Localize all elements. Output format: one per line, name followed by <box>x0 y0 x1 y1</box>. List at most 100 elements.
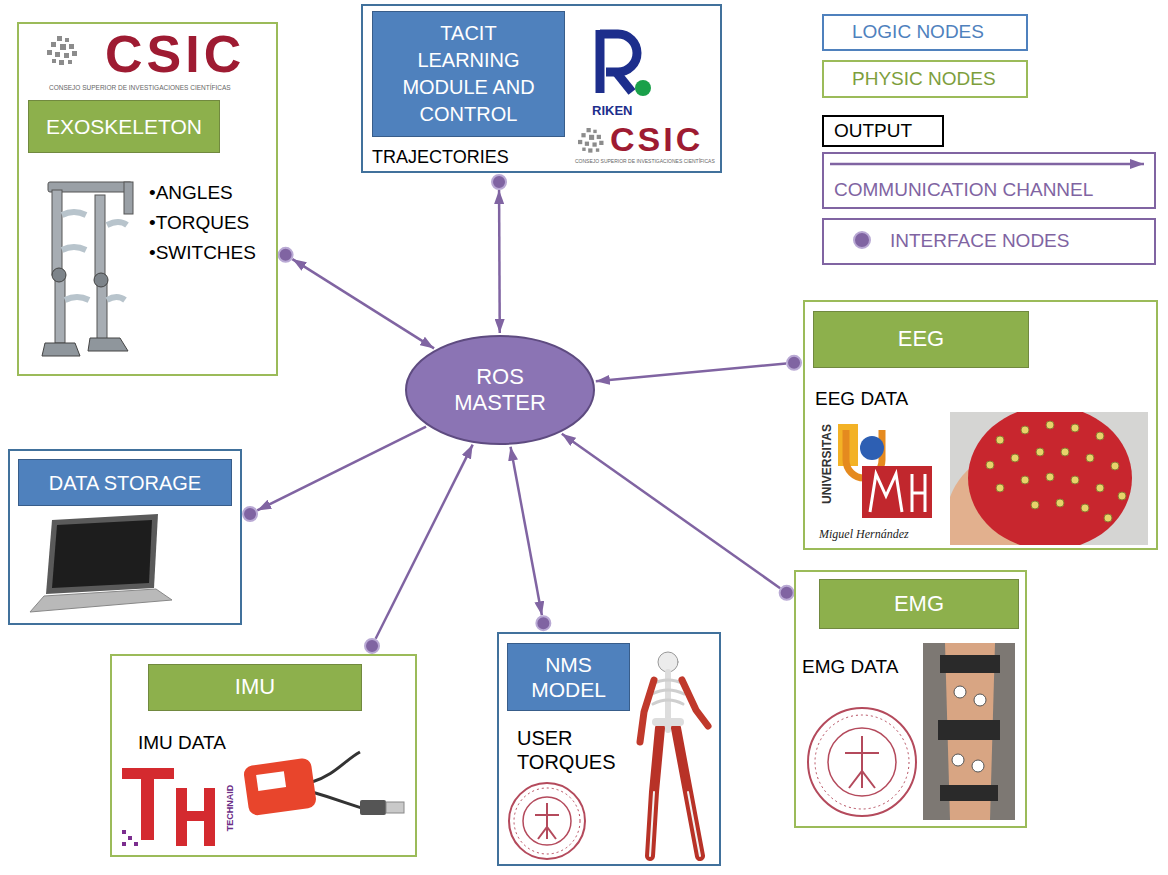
output-label: EMG DATA <box>802 656 898 679</box>
imu-sensor-picture-part <box>243 757 317 816</box>
university-seal-part <box>535 803 559 839</box>
logo-text: CSIC <box>105 28 245 80</box>
communication-channel <box>292 259 434 348</box>
logo-subtitle: CONSEJO SUPERIOR DE INVESTIGACIONES CIEN… <box>575 158 715 164</box>
header-label: EMG <box>894 591 944 617</box>
eeg-photo-part-part <box>1021 476 1029 484</box>
exoskeleton-drawing-part <box>62 212 127 300</box>
communication-channel <box>498 190 501 333</box>
header-label: TACIT LEARNING MODULE AND CONTROL <box>399 20 539 128</box>
legend-label: LOGIC NODES <box>852 21 984 44</box>
legend-swatch: PHYSIC NODES <box>822 60 1028 98</box>
output-label: TRAJECTORIES <box>372 147 509 169</box>
musculoskeletal-figure-part <box>652 680 684 704</box>
logic-node-panel: TACIT LEARNING MODULE AND CONTROL TRAJECT… <box>361 4 722 173</box>
logic-node-header: NMS MODEL <box>507 643 630 711</box>
laptop-picture-part <box>30 589 172 612</box>
exoskeleton-drawing-part <box>95 195 105 280</box>
university-seal <box>808 708 916 816</box>
riken-logo <box>600 30 651 96</box>
csic-emblem-part <box>68 60 72 64</box>
imu-sensor-picture-part <box>312 792 362 808</box>
communication-channel <box>511 447 542 616</box>
university-seal-part <box>845 736 879 788</box>
logic-node-panel: NMS MODELUSER TORQUES <box>497 632 721 866</box>
legend-swatch: OUTPUT <box>822 115 944 147</box>
university-seal-part <box>514 788 580 854</box>
csic-emblem-part <box>52 59 56 63</box>
eeg-photo-part-part <box>1061 448 1069 456</box>
physic-node-panel: EMG EMG DATA <box>794 570 1027 828</box>
eeg-photo-part-part <box>1111 462 1119 470</box>
exoskeleton-drawing-part <box>88 338 128 351</box>
exoskeleton-drawing <box>42 182 133 356</box>
csic-emblem-part <box>585 142 589 146</box>
interface-node-dot <box>492 175 506 189</box>
physic-node-header: EMG <box>819 579 1019 629</box>
text-anchor: RIKEN <box>592 103 632 119</box>
header-label: EXOSKELETON <box>46 114 202 139</box>
output-label: IMU DATA <box>138 732 226 755</box>
eeg-photo-part-part <box>1081 504 1089 512</box>
output-item: •SWITCHES <box>149 242 256 265</box>
csic-emblem-part <box>69 44 74 49</box>
legend-swatch: LOGIC NODES <box>822 14 1028 51</box>
csic-emblem-part <box>599 141 603 145</box>
exoskeleton-drawing-part <box>55 275 65 343</box>
legend-box: INTERFACE NODES <box>822 218 1156 265</box>
header-label: IMU <box>235 674 275 700</box>
university-seal-part <box>828 728 896 796</box>
eeg-photo-part-part <box>996 436 1004 444</box>
communication-channel <box>376 445 473 639</box>
csic-emblem-part <box>581 133 585 137</box>
musculoskeletal-figure-part <box>640 680 654 742</box>
logo-text: RIKEN <box>592 103 632 119</box>
ellipse-label: ROS MASTER <box>445 364 555 417</box>
university-seal-part <box>509 783 585 859</box>
csic-emblem-part <box>64 53 69 58</box>
exoskeleton-drawing-part <box>52 268 66 282</box>
exoskeleton-drawing-part <box>94 273 108 287</box>
text-anchor: CONSEJO SUPERIOR DE INVESTIGACIONES CIEN… <box>49 84 231 92</box>
text-anchor: EMG DATA <box>802 656 898 679</box>
csic-emblem-part <box>578 140 582 144</box>
csic-emblem-part <box>51 42 56 47</box>
legend-label: COMMUNICATION CHANNEL <box>834 179 1093 202</box>
text-anchor: CONSEJO SUPERIOR DE INVESTIGACIONES CIEN… <box>575 158 715 164</box>
text-anchor: •ANGLES <box>149 182 233 205</box>
emg-photo-part <box>940 655 1000 673</box>
emg-photo-part-part <box>972 760 984 772</box>
laptop-picture <box>30 514 172 612</box>
header-label: NMS MODEL <box>529 652 609 702</box>
legend-label: PHYSIC NODES <box>852 68 996 91</box>
exoskeleton-drawing-part <box>42 343 80 356</box>
eeg-photo-part-part <box>1104 514 1112 522</box>
interface-node-dot <box>243 507 257 521</box>
text-anchor: EEG DATA <box>815 388 908 411</box>
header-label: DATA STORAGE <box>49 471 201 495</box>
logic-node-panel: DATA STORAGE <box>8 449 242 625</box>
text-anchor: CSIC <box>105 28 245 80</box>
ellipse-fill <box>406 336 594 444</box>
ros-master-ellipse: ROS MASTER <box>405 335 595 445</box>
eeg-photo-part <box>968 412 1132 545</box>
communication-channel <box>596 364 786 382</box>
musculoskeletal-figure-part <box>656 718 680 726</box>
emg-photo-part <box>940 785 998 801</box>
emg-photo-part-part <box>952 754 964 766</box>
text-anchor: TRAJECTORIES <box>372 147 509 169</box>
csic-emblem-part <box>588 148 592 152</box>
eeg-photo-part <box>986 421 1126 522</box>
output-item: •ANGLES <box>149 182 233 205</box>
umh-logo <box>838 424 932 518</box>
university-seal-part <box>808 708 916 816</box>
csic-emblem-part <box>592 142 596 146</box>
university-seal-part <box>815 715 909 809</box>
csic-emblem-part <box>57 36 62 41</box>
eeg-photo-part-part <box>1071 476 1079 484</box>
technaid-logo-part <box>134 842 138 846</box>
csic-emblem-part <box>589 135 594 140</box>
text-anchor: CSIC <box>610 122 703 156</box>
physic-node-header: IMU <box>148 664 362 711</box>
eeg-photo <box>950 412 1148 545</box>
